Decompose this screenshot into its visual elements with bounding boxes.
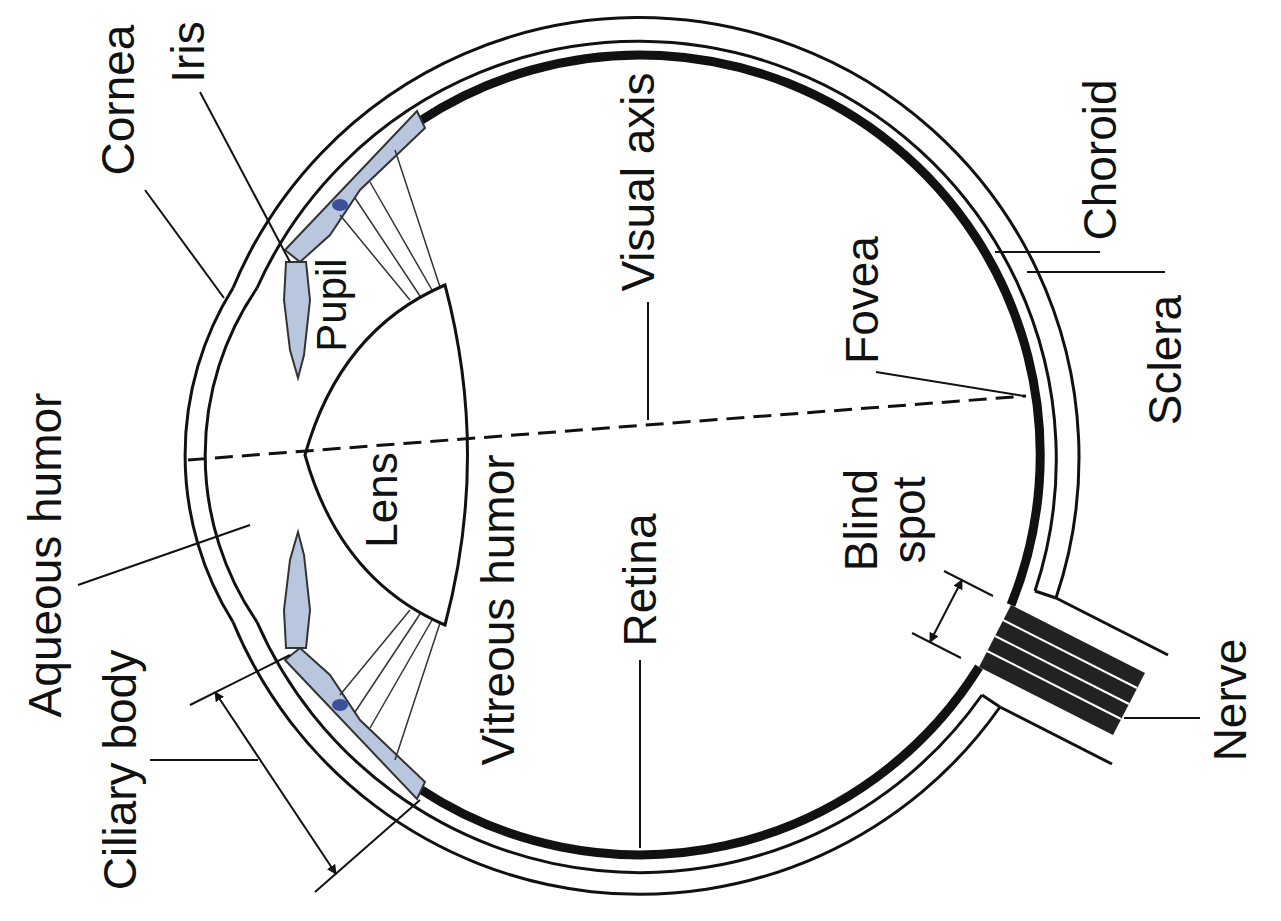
part-label: Cornea: [94, 25, 142, 176]
part-label: Pupil: [310, 258, 354, 351]
part-label: Sclera: [1141, 295, 1189, 425]
part-label: Nerve: [1206, 639, 1254, 762]
part-label: Iris: [164, 21, 212, 82]
part-label: Visual axis: [614, 72, 662, 291]
part-label: Ciliary body: [96, 650, 144, 890]
part-label: Lens: [359, 452, 405, 547]
retina-layer: [420, 55, 1040, 855]
part-label: Vitreous humor: [474, 454, 522, 765]
part-label: Retina: [616, 514, 664, 647]
part-label: Fovea: [838, 236, 886, 364]
ciliary-dimension: [190, 655, 420, 892]
optic-nerve: [979, 605, 1145, 735]
visual-axis-line: [188, 396, 1026, 460]
part-label: Blind spot: [837, 455, 934, 585]
nerve-fibers: [987, 620, 1137, 719]
sclera-outline: [185, 18, 1168, 895]
part-label: Aqueous humor: [21, 393, 69, 718]
part-label: Choroid: [1076, 79, 1124, 240]
blind-spot-dimension: [912, 571, 993, 658]
